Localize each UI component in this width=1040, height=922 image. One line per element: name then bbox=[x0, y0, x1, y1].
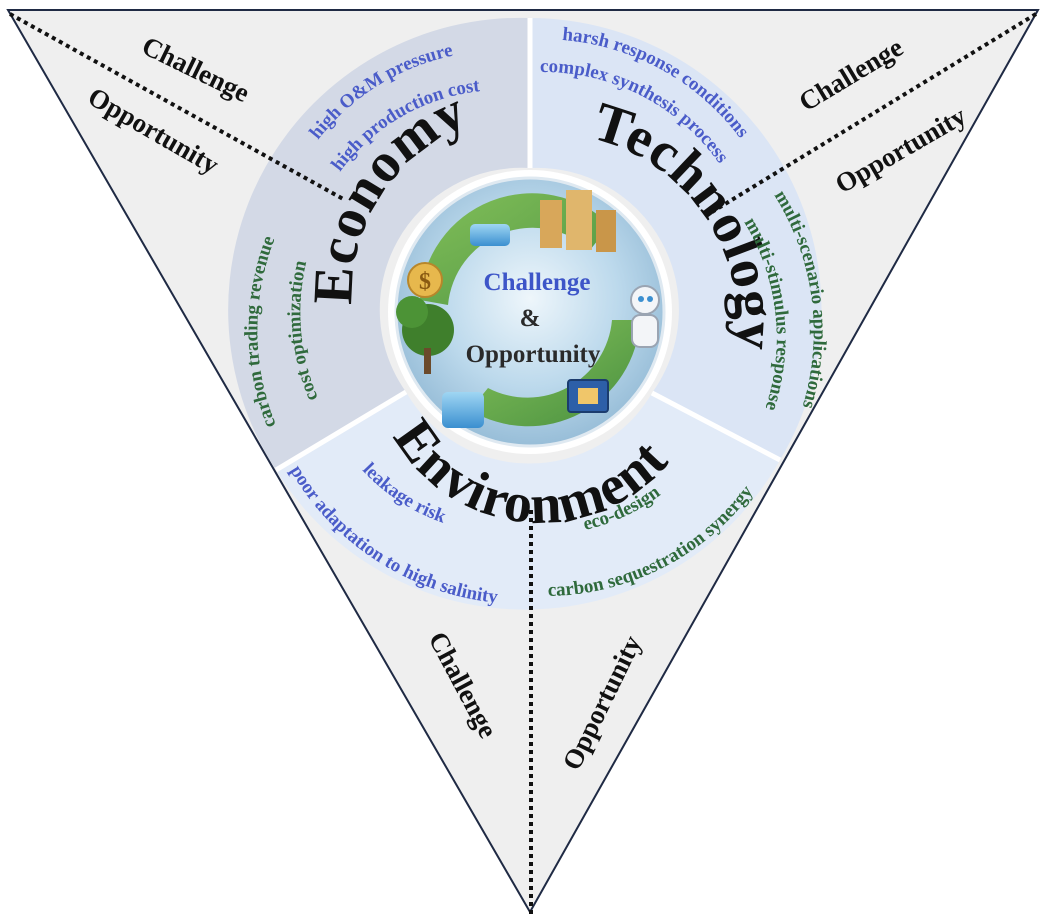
chip-icon bbox=[567, 379, 609, 413]
dashed-dividers bbox=[9, 12, 1038, 915]
svg-text:$: $ bbox=[419, 269, 431, 295]
robot-icon bbox=[630, 285, 660, 348]
center-illustration: $ bbox=[388, 170, 672, 454]
center-title-line2: & bbox=[520, 305, 541, 332]
technology-sector bbox=[530, 18, 822, 460]
economy-sector bbox=[228, 17, 530, 471]
dollar-icon bbox=[407, 262, 443, 298]
center-title-line1: Challenge bbox=[484, 269, 591, 296]
ring-sectors bbox=[228, 17, 822, 610]
environment-sector bbox=[276, 392, 780, 610]
center-title-line3: Opportunity bbox=[466, 341, 601, 368]
